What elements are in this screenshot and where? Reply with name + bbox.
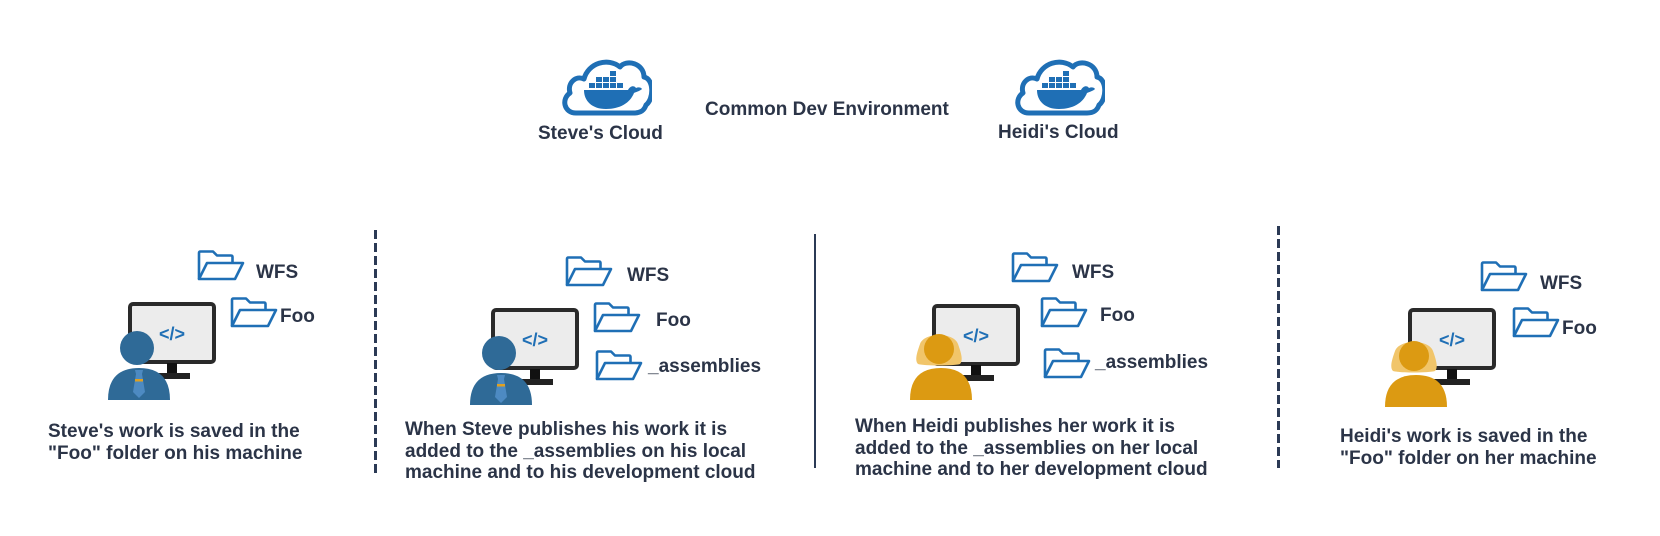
caption-line: Steve's work is saved in the	[48, 421, 300, 442]
folder-label-wfs: WFS	[627, 265, 670, 286]
female-user-icon	[1385, 337, 1447, 409]
caption-line: Heidi's work is saved in the	[1340, 426, 1588, 447]
caption-line: machine and to her development cloud	[855, 459, 1208, 480]
caption: Heidi's work is saved in the "Foo" folde…	[1340, 426, 1597, 469]
folder-icon	[565, 256, 613, 287]
male-user-icon	[108, 330, 170, 402]
folder-icon	[1011, 252, 1059, 283]
docker-cloud-icon	[562, 55, 652, 117]
caption-line: machine and to his development cloud	[405, 462, 756, 483]
folder-icon	[595, 350, 643, 381]
folder-label-wfs: WFS	[1540, 273, 1583, 294]
caption: When Heidi publishes her work it is adde…	[855, 416, 1208, 481]
divider-dashed-2	[1277, 226, 1280, 468]
folder-icon	[1040, 297, 1088, 328]
folder-icon	[593, 302, 641, 333]
folder-icon	[230, 297, 278, 328]
male-user-icon	[470, 335, 532, 407]
caption-line: "Foo" folder on her machine	[1340, 447, 1597, 469]
divider-dashed-1	[374, 230, 377, 475]
folder-label-assemblies: _assemblies	[648, 356, 762, 377]
common-dev-environment-title: Common Dev Environment	[705, 99, 949, 120]
folder-label-foo: Foo	[1100, 305, 1135, 326]
folder-icon	[1043, 348, 1091, 379]
caption: Steve's work is saved in the "Foo" folde…	[48, 421, 302, 464]
female-user-icon	[910, 330, 972, 402]
caption-line: added to the _assemblies on his local	[405, 440, 747, 462]
folder-label-wfs: WFS	[1072, 262, 1115, 283]
folder-label-foo: Foo	[656, 310, 691, 331]
divider-solid	[814, 234, 816, 468]
steves-cloud-label: Steve's Cloud	[538, 123, 663, 144]
folder-icon	[197, 250, 245, 281]
caption-line: When Steve publishes his work it is	[405, 419, 728, 440]
docker-cloud-icon	[1015, 55, 1105, 117]
folder-icon	[1480, 261, 1528, 292]
caption: When Steve publishes his work it is adde…	[405, 419, 756, 484]
caption-line: When Heidi publishes her work it is	[855, 416, 1175, 437]
caption-line: added to the _assemblies on her local	[855, 437, 1199, 459]
folder-icon	[1512, 307, 1560, 338]
heidis-cloud-label: Heidi's Cloud	[998, 122, 1119, 143]
folder-label-assemblies: _assemblies	[1095, 352, 1209, 373]
folder-label-foo: Foo	[280, 306, 315, 327]
folder-label-foo: Foo	[1562, 318, 1597, 339]
caption-line: "Foo" folder on his machine	[48, 442, 303, 464]
folder-label-wfs: WFS	[256, 262, 299, 283]
